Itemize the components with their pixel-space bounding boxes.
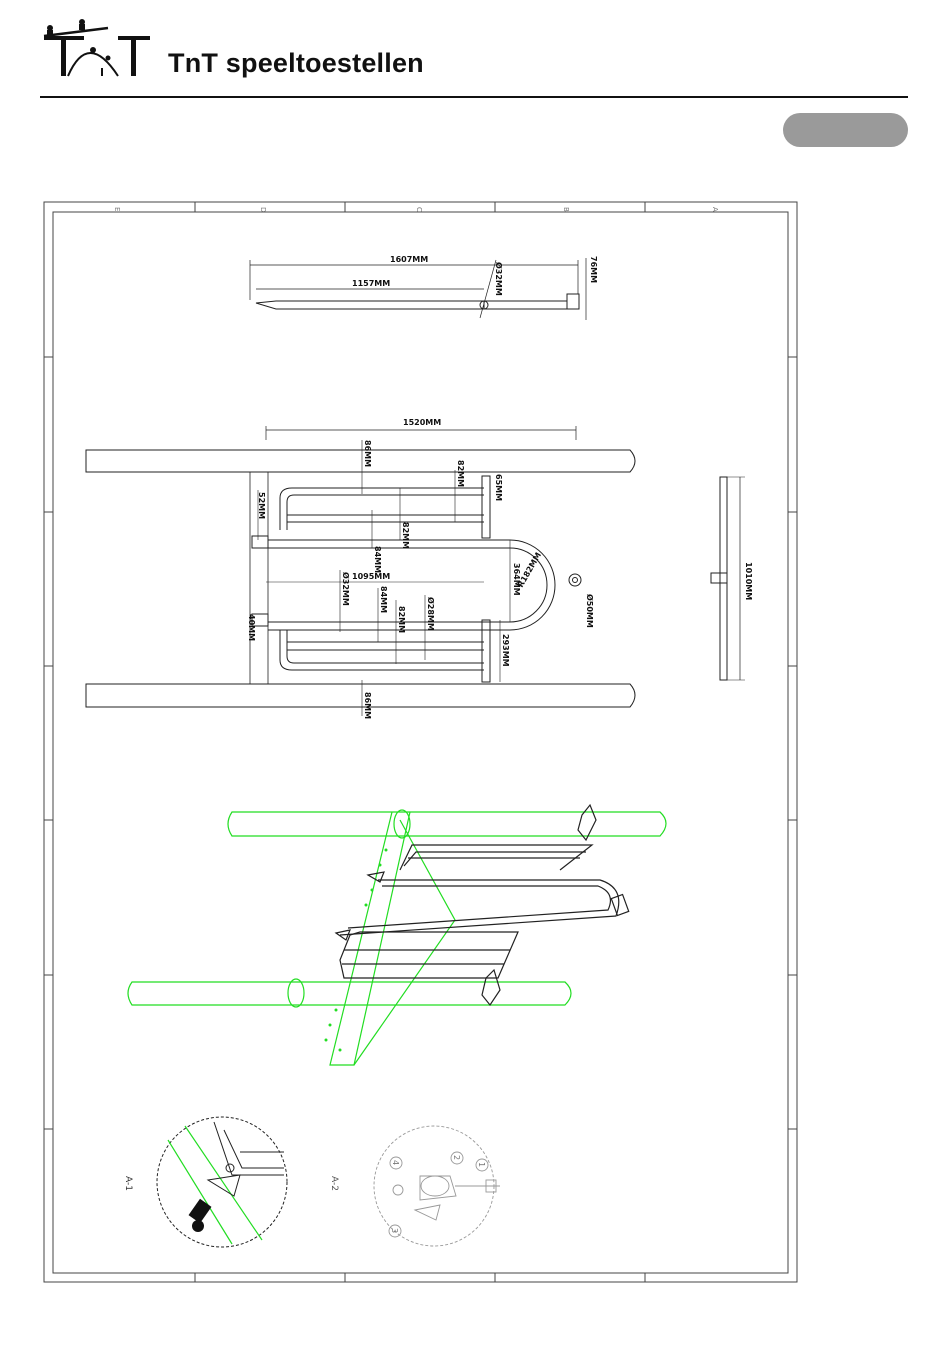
dim-label: 1520MM	[403, 418, 441, 427]
view-rod	[250, 258, 586, 320]
zone-letter: D	[259, 207, 267, 212]
view-isometric	[128, 805, 666, 1065]
callout-number: 2	[452, 1155, 461, 1160]
view-plan	[86, 426, 635, 716]
zone-letter: A	[711, 207, 719, 212]
zone-letter: B	[562, 207, 570, 212]
callout-number: 3	[390, 1228, 399, 1233]
dim-label: 86MM	[363, 440, 372, 467]
zone-letter: C	[415, 207, 423, 212]
dim-label: 1157MM	[352, 279, 390, 288]
dim-label: 1095MM	[352, 572, 390, 581]
dim-label: 1010MM	[744, 562, 753, 600]
dim-label: 86MM	[363, 692, 372, 719]
dim-label: 82MM	[456, 460, 465, 487]
dim-label: 82MM	[401, 522, 410, 549]
dim-label: 40MM	[247, 614, 256, 641]
detail-a1	[157, 1117, 287, 1247]
dim-label: 1607MM	[390, 255, 428, 264]
callout-number: 1	[477, 1162, 486, 1167]
dim-label: 82MM	[397, 606, 406, 633]
drawing-frame-outer	[44, 202, 797, 1282]
dim-label: Ø50MM	[585, 594, 595, 628]
view-side	[711, 477, 745, 680]
dim-label: 364MM	[512, 563, 521, 596]
drawing-frame-inner	[53, 212, 788, 1273]
dim-label: 52MM	[257, 492, 266, 519]
dim-label: Ø32MM	[494, 262, 504, 296]
dim-label: 84MM	[373, 546, 382, 573]
dim-label: 293MM	[501, 634, 510, 667]
dim-label: 65MM	[494, 474, 503, 501]
dim-label: 76MM	[589, 256, 598, 283]
zone-letter: E	[113, 207, 121, 211]
callout-number: 4	[391, 1160, 400, 1165]
dim-label: Ø28MM	[426, 597, 436, 631]
detail-label: A-2	[329, 1176, 339, 1191]
dim-label: 84MM	[379, 586, 388, 613]
dim-label: Ø32MM	[341, 572, 351, 606]
detail-label: A-1	[123, 1176, 133, 1191]
